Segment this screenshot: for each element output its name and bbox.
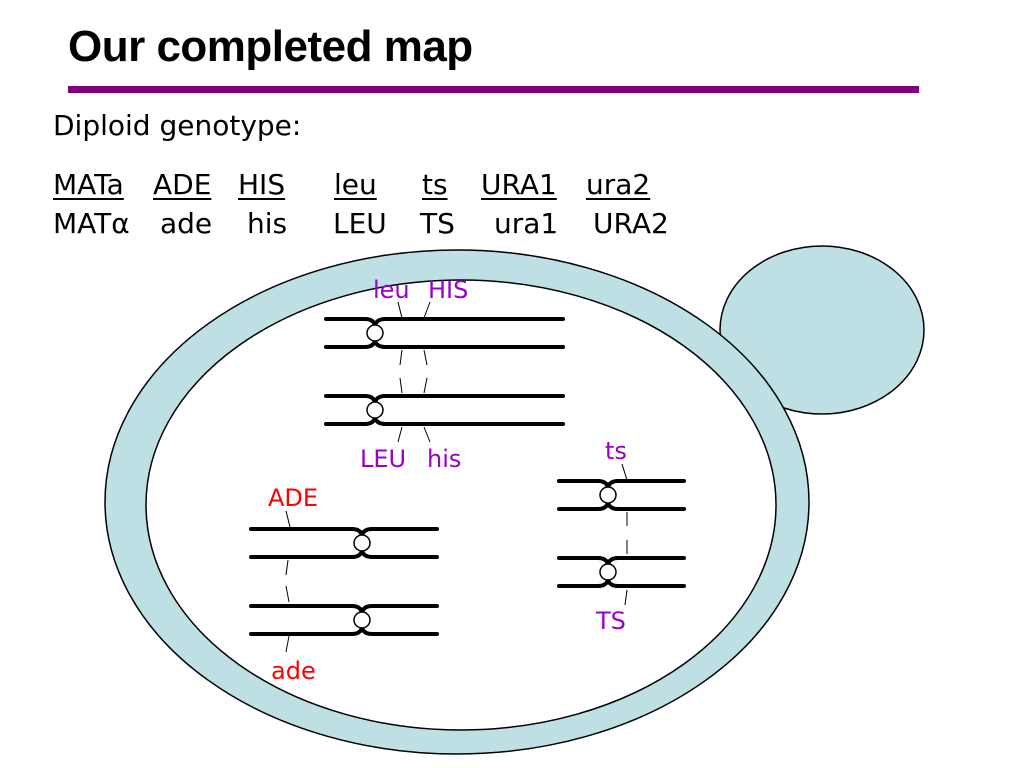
chromosome-ade-top [249, 527, 439, 559]
yeast-bud [719, 245, 925, 415]
genotype-top-his: HIS [238, 168, 286, 201]
gene-label-ade-bottom: ade [271, 657, 316, 685]
centromere-pair1-top [366, 324, 384, 342]
chromosome-leu-his-bottom [324, 394, 565, 426]
gene-label-ade-top: ADE [268, 484, 318, 512]
gene-label-leu-top: leu [373, 276, 410, 304]
locus-leader-leu [397, 301, 403, 443]
centromere-pair3-bottom [599, 563, 617, 581]
gene-label-his-top: HIS [428, 276, 468, 304]
chromosome-ts-top [557, 479, 686, 511]
gene-label-leu-bottom: LEU [360, 445, 406, 473]
genotype-bottom-ts: TS [420, 207, 455, 240]
genotype-top-ura2: ura2 [586, 168, 651, 201]
genotype-heading: Diploid genotype: [53, 109, 302, 142]
centromere-pair3-top [599, 486, 617, 504]
centromere-pair2-bottom [353, 611, 371, 629]
gene-label-ts-bottom: TS [595, 607, 626, 635]
genotype-top-ade: ADE [153, 168, 212, 201]
genotype-bottom-mat: MATα [53, 207, 130, 240]
chromosome-ade-bottom [249, 604, 439, 636]
genotype-bottom-his: his [247, 207, 288, 240]
gene-label-his-bottom: his [427, 445, 461, 473]
genotype-top-mat: MATa [53, 168, 124, 201]
cell-interior [145, 279, 777, 731]
chromosome-ts-bottom [557, 556, 686, 588]
locus-leader-his [423, 301, 431, 443]
slide-title: Our completed map [68, 22, 473, 71]
yeast-cell [104, 245, 925, 755]
genotype-top-leu: leu [334, 168, 377, 201]
gene-label-ts-top: ts [605, 437, 627, 465]
genotype-bottom-ura1: ura1 [494, 207, 559, 240]
genotype-top-ura1: URA1 [481, 168, 557, 201]
chromosome-leu-his-top [324, 317, 565, 349]
genotype-top-ts: ts [422, 168, 448, 201]
locus-leader-ade [285, 510, 291, 653]
bud-neck [770, 305, 818, 355]
centromere-pair2-top [353, 534, 371, 552]
locus-leader-ts [621, 463, 628, 606]
centromere-pair1-bottom [366, 401, 384, 419]
title-rule [68, 86, 919, 93]
genotype-bottom-ade: ade [160, 207, 213, 240]
genotype-bottom-leu: LEU [333, 207, 387, 240]
genotype-bottom-ura2: URA2 [593, 207, 669, 240]
